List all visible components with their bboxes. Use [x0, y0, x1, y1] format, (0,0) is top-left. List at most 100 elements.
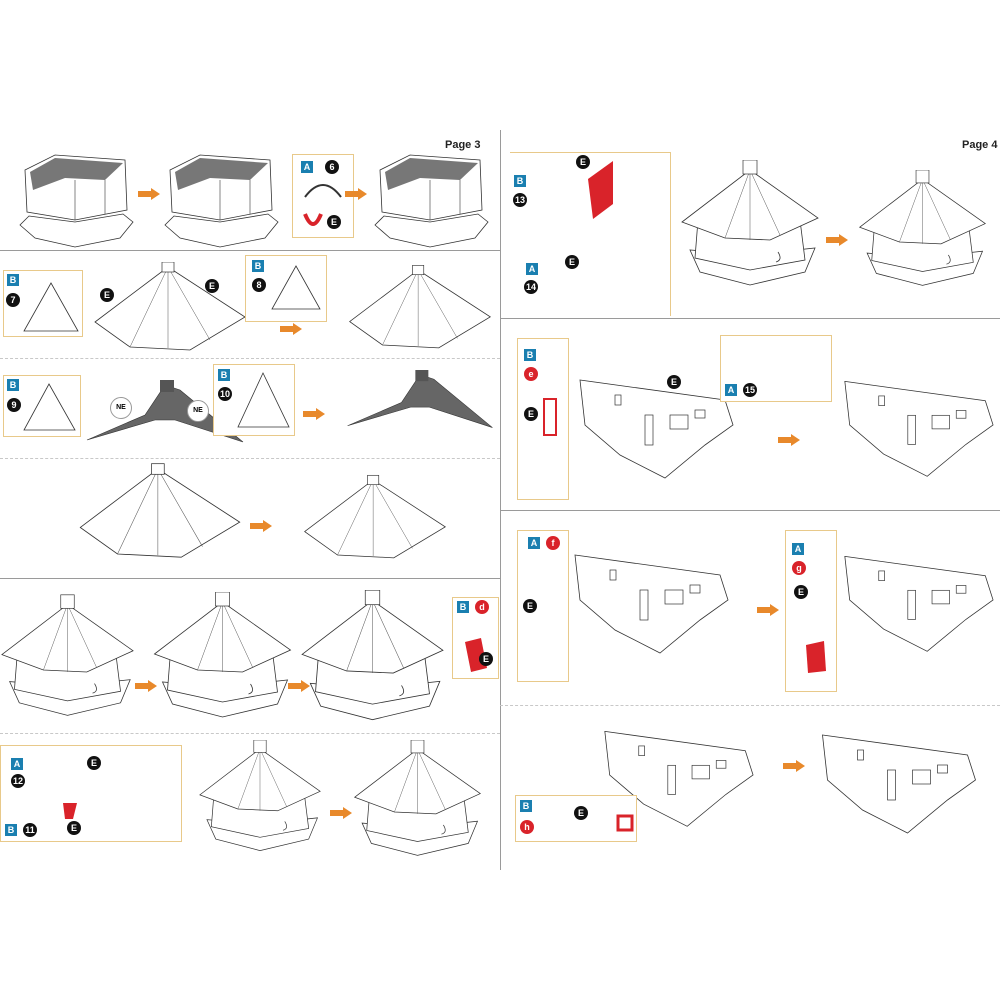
- tool-badge: E: [667, 375, 681, 389]
- callout-step-7: B 7: [3, 270, 83, 337]
- sheet-badge: B: [218, 369, 230, 381]
- arrow-icon: [757, 604, 779, 616]
- part-letter-badge: d: [475, 600, 489, 614]
- sheet-badge: B: [7, 274, 19, 286]
- house-figure: [345, 740, 490, 860]
- sheet-badge: B: [7, 379, 19, 391]
- callout-step-e: B e E: [517, 338, 569, 500]
- red-window-icon: [543, 398, 557, 436]
- roof-figure: [300, 470, 450, 565]
- tool-badge: E: [574, 806, 588, 820]
- house-figure: [300, 590, 445, 725]
- house-figure: [150, 592, 295, 722]
- sheet-badge: A: [725, 384, 737, 396]
- part-letter-badge: h: [520, 820, 534, 834]
- roof-underside-figure: [345, 370, 495, 435]
- callout-step-9: B 9: [3, 375, 81, 437]
- roof-panels-figure: [85, 262, 255, 352]
- base-walls-figure: [370, 150, 490, 250]
- sheet-badge: A: [11, 758, 23, 770]
- sheet-badge: B: [520, 800, 532, 812]
- base-walls-figure: [15, 150, 135, 250]
- sheet-badge: B: [5, 824, 17, 836]
- sheet-badge: A: [301, 161, 313, 173]
- ne-marker: NE: [187, 400, 209, 422]
- house-figure: [0, 590, 135, 725]
- arrow-icon: [778, 434, 800, 446]
- house-figure: [670, 160, 830, 290]
- tool-badge: E: [87, 756, 101, 770]
- part-number-badge: 11: [23, 823, 37, 837]
- arrow-icon: [826, 234, 848, 246]
- section-divider: [0, 458, 500, 459]
- section-divider: [0, 578, 500, 579]
- part-number-badge: 9: [7, 398, 21, 412]
- tool-badge: E: [327, 215, 341, 229]
- roof-assembly-figure: [75, 463, 245, 560]
- wall-figure: [840, 370, 995, 480]
- red-window-icon: [616, 814, 634, 832]
- callout-step-15: A 15: [720, 335, 832, 402]
- part-letter-badge: g: [792, 561, 806, 575]
- callout-step-d: B d E: [452, 597, 499, 679]
- tool-badge: E: [524, 407, 538, 421]
- house-figure: [190, 740, 330, 855]
- wall-figure: [570, 545, 730, 655]
- red-part-icon: [303, 213, 323, 226]
- sheet-badge: A: [526, 263, 538, 275]
- part-number-badge: 10: [218, 387, 232, 401]
- sheet-badge: A: [528, 537, 540, 549]
- tool-badge: E: [67, 821, 81, 835]
- part-number-badge: 14: [524, 280, 538, 294]
- page-divider: [500, 130, 501, 870]
- tool-badge: E: [100, 288, 114, 302]
- roof-panel-icon: [237, 372, 290, 428]
- arrow-icon: [250, 520, 272, 532]
- sheet-badge: B: [252, 260, 264, 272]
- callout-step-10: B 10: [213, 364, 295, 436]
- roof-figure: [345, 265, 495, 350]
- roof-panel-icon: [23, 282, 79, 332]
- arrow-icon: [280, 323, 302, 335]
- page-4-label: Page 4: [962, 139, 998, 151]
- callout-step-12-11: A 12 E B 11 E: [0, 745, 182, 842]
- arrow-icon: [138, 188, 160, 200]
- section-divider: [0, 250, 500, 251]
- part-number-badge: 12: [11, 774, 25, 788]
- part-number-badge: 7: [6, 293, 20, 307]
- red-part-icon: [63, 803, 77, 819]
- red-window-icon: [806, 641, 826, 673]
- tool-badge: E: [205, 279, 219, 293]
- bracket-part-icon: [304, 184, 342, 198]
- tool-badge: E: [479, 652, 493, 666]
- arrow-icon: [783, 760, 805, 772]
- wall-figure: [815, 725, 980, 835]
- tool-badge: E: [576, 155, 590, 169]
- callout-step-13-14: B 13 E A 14 E: [510, 152, 671, 316]
- part-number-badge: 8: [252, 278, 266, 292]
- part-number-badge: 6: [325, 160, 339, 174]
- section-divider: [500, 705, 1000, 706]
- part-letter-badge: e: [524, 367, 538, 381]
- page-3-label: Page 3: [445, 139, 481, 151]
- roof-panel-icon: [23, 383, 76, 431]
- tool-badge: E: [565, 255, 579, 269]
- ne-marker: NE: [110, 397, 132, 419]
- arrow-icon: [345, 188, 367, 200]
- callout-step-h: B h E: [515, 795, 637, 842]
- section-divider: [500, 318, 1000, 319]
- tool-badge: E: [523, 599, 537, 613]
- base-walls-figure: [160, 150, 280, 250]
- section-divider: [0, 733, 500, 734]
- sheet-badge: B: [457, 601, 469, 613]
- section-divider: [500, 510, 1000, 511]
- part-number-badge: 15: [743, 383, 757, 397]
- section-divider: [0, 358, 500, 359]
- callout-step-g: A g E: [785, 530, 837, 692]
- wall-figure: [575, 370, 735, 480]
- sheet-badge: B: [524, 349, 536, 361]
- part-number-badge: 13: [513, 193, 527, 207]
- house-figure: [850, 170, 995, 290]
- callout-step-f: A f E: [517, 530, 569, 682]
- wall-figure: [840, 545, 995, 655]
